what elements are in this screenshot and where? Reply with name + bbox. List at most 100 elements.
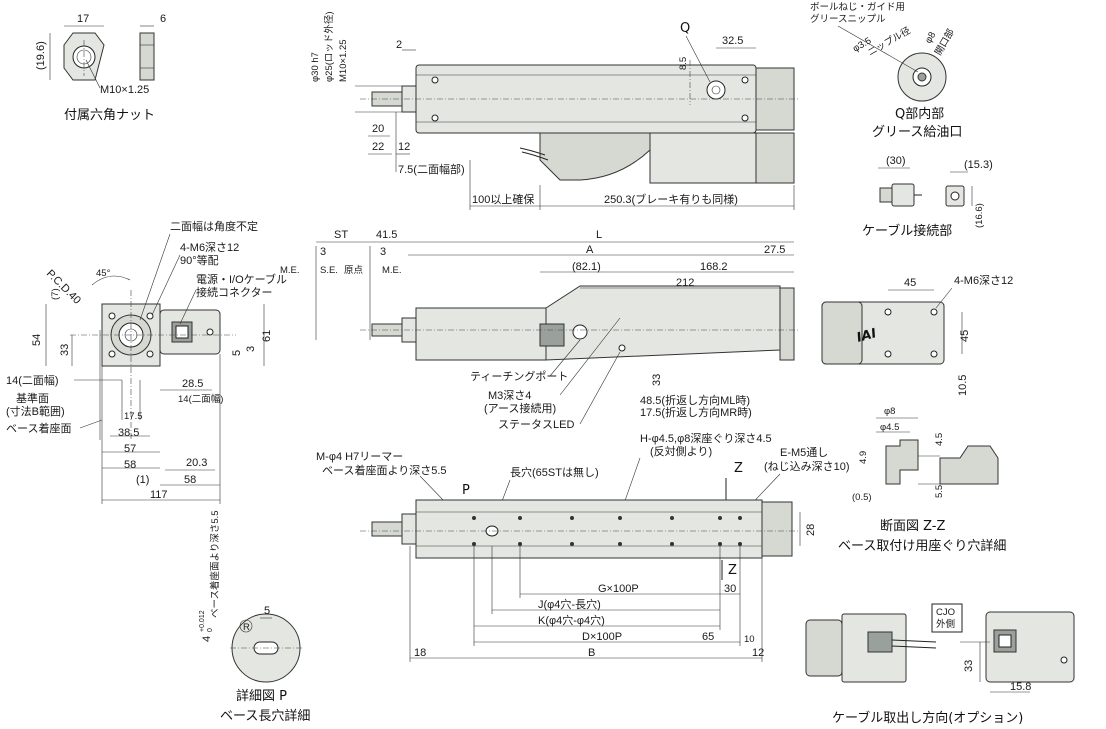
front-ref-1: 基準面: [16, 391, 49, 405]
top-brake: 250.3(ブレーキ有りも同様): [604, 192, 738, 206]
cable-dim-16-6: (16.6): [974, 203, 985, 228]
status-led: [618, 344, 626, 352]
side-dim-82-1: (82.1): [572, 261, 601, 273]
side-m3a: M3深さ4: [488, 389, 531, 402]
side-me: M.E.: [280, 265, 300, 276]
p-r: R: [243, 622, 250, 633]
side-ml: 48.5(折返し方向ML時): [640, 393, 750, 407]
side-dim-41-5: 41.5: [376, 229, 397, 241]
p-caption-2: ベース長穴詳細: [220, 708, 310, 724]
end-tap: 4-M6深さ12: [954, 274, 1013, 287]
top-dim-20: 20: [372, 123, 384, 135]
zz-caption-2: ベース取付け用座ぐり穴詳細: [838, 538, 1006, 554]
front-deg45: 45°: [96, 268, 111, 279]
front-tap: 4-M6深さ12: [180, 241, 239, 254]
zz-dim-0-5: (0.5): [852, 492, 872, 503]
top-rod-dia: φ30 h7: [310, 52, 321, 82]
bottom-dim-65: 65: [702, 631, 714, 643]
q-opening: 開口部: [932, 27, 957, 58]
nut-dim-6: 6: [160, 13, 166, 25]
end-dim-10-5: 10.5: [957, 375, 969, 396]
zz-dim-5-5: 5.5: [934, 485, 945, 498]
section-zz: φ8 φ4.5 4.9 4.5 (0.5) 5.5 断面図 Z-Z ベース取付け…: [838, 406, 1006, 554]
bottom-g: G×100P: [598, 583, 639, 595]
front-dim-28-5: 28.5: [182, 378, 203, 390]
q-caption-1: Q部内部: [895, 106, 944, 122]
bottom-holes-1: H-φ4.5,φ8深座ぐり深さ4.5: [640, 431, 772, 445]
cable-option-dim-15-8: 15.8: [1010, 681, 1031, 693]
q-nipple: ニップル径: [866, 24, 914, 58]
bottom-reamer-2: ベース着座面より深さ5.5: [322, 463, 447, 477]
p-depth: ベース着座面より深さ5.5: [209, 510, 221, 618]
side-dim-33: 33: [651, 374, 663, 386]
bottom-dim-30: 30: [724, 583, 736, 595]
p-caption-1: 詳細図 P: [236, 688, 287, 704]
zz-caption-1: 断面図 Z-Z: [880, 519, 946, 534]
bottom-reamer-1: M-φ4 H7リーマー: [316, 451, 403, 463]
cjo-1: CJO: [936, 607, 955, 618]
p-tol-sup: +0.012: [199, 610, 206, 632]
bottom-thru-2: (ねじ込み深さ10): [764, 460, 850, 473]
bottom-dim-18: 18: [414, 647, 426, 659]
cable-option-caption: ケーブル取出し方向(オプション): [832, 710, 1023, 726]
front-flat-note: 二面幅は角度不定: [170, 219, 258, 233]
zz-dim-4-5: 4.5: [934, 433, 945, 446]
cable-plug: [891, 183, 915, 207]
cjo-2: 外側: [936, 618, 955, 630]
front-dim-33: 33: [59, 344, 71, 356]
zz-phi45: φ4.5: [880, 422, 899, 433]
side-st: ST: [334, 229, 348, 241]
motor-housing: [539, 132, 651, 181]
actuator-top-view: 2 φ30 h7 φ25(ロッド外径) M10×1.25 Q 8.5 32.5 …: [310, 11, 800, 210]
zz-section-shape: [885, 439, 999, 485]
zz-dim-4-9: 4.9: [858, 451, 869, 464]
front-conn-2: 接続コネクター: [196, 285, 273, 299]
side-a: A: [586, 244, 594, 256]
q-detail: ボールねじ・ガイド用 グリースニップル φ3.5 ニップル径 φ8 開口部 Q部…: [810, 2, 962, 140]
q-phi8: φ8: [923, 30, 938, 45]
front-flat14: 14(二面幅): [6, 374, 59, 387]
actuator-bottom-view: M-φ4 H7リーマー ベース着座面より深さ5.5 P 長穴(65STは無し) …: [316, 431, 850, 662]
side-se: S.E.: [320, 265, 338, 276]
bottom-b: B: [588, 647, 595, 659]
front-dim-1: (1): [136, 474, 149, 486]
front-deg90: 90°等配: [180, 253, 219, 267]
bottom-dim-28: 28: [805, 524, 817, 536]
top-dim-8-5: 8.5: [678, 57, 689, 70]
bottom-k: K(φ4穴-φ4穴): [538, 613, 605, 627]
end-dim-45v: 45: [959, 330, 971, 342]
front-dim-57: 57: [124, 443, 136, 455]
end-dim-45: 45: [904, 277, 916, 289]
bottom-slot: 長穴(65STは無し): [510, 465, 599, 479]
side-dim-168-2: 168.2: [700, 261, 728, 273]
side-dim-3a: 3: [320, 246, 326, 258]
front-base: ベース着座面: [6, 421, 71, 435]
front-dim-7: (7): [50, 288, 61, 300]
zz-phi8: φ8: [884, 406, 895, 417]
top-dim-12: 12: [398, 141, 410, 153]
p-tol: 4: [201, 636, 213, 642]
front-dim-117: 117: [150, 489, 168, 501]
actuator-side-view: ST 41.5 L 3 3 A 27.5 M.E. S.E. 原点 M.E. (…: [280, 229, 800, 431]
grease-port-q: [706, 80, 726, 100]
side-dim-212: 212: [676, 277, 694, 289]
side-m3b: (アース接続用): [484, 401, 556, 415]
front-dim-58: 58: [124, 459, 136, 471]
side-dim-27-5: 27.5: [764, 244, 785, 256]
detail-p: ベース着座面より深さ5.5 4 +0.012 0 5 R 詳細図 P ベース長穴…: [199, 510, 310, 724]
front-dim-20-3: 20.3: [186, 457, 207, 469]
q-label: Q: [680, 21, 690, 36]
front-dim-5: 5: [231, 350, 243, 356]
end-view-right: IAI 45 4-M6深さ12 45 10.5: [821, 274, 1013, 396]
nut-dim-19-6: (19.6): [35, 41, 47, 70]
bottom-body: [415, 499, 763, 559]
bottom-z-top: Z: [734, 461, 743, 476]
bottom-j: J(φ4穴-長穴): [538, 597, 601, 611]
p-dim-5: 5: [264, 605, 270, 617]
side-me2: M.E.: [382, 265, 402, 276]
cable-option-dim-33: 33: [963, 660, 975, 672]
bottom-z-bottom: Z: [728, 563, 737, 578]
bottom-dim-10: 10: [744, 634, 755, 645]
side-led: ステータスLED: [498, 418, 574, 431]
q-caption-2: グリース給油口: [872, 125, 962, 140]
